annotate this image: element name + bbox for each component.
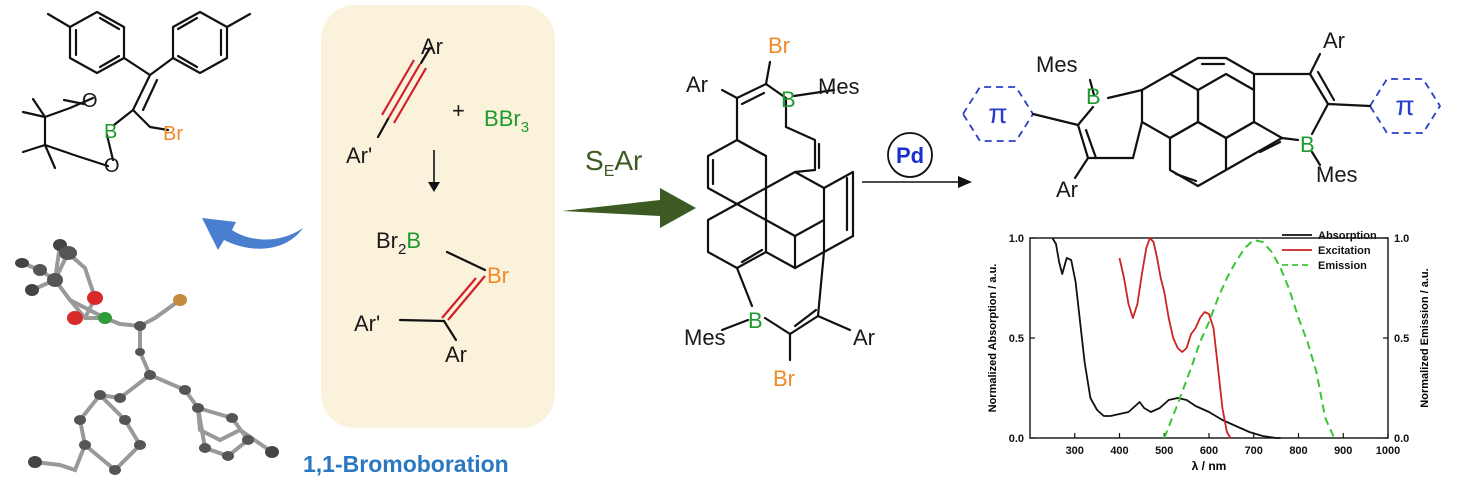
pd-arrowhead-icon (958, 176, 972, 188)
intermediate-br-label: Br (487, 263, 509, 288)
ext-bottom-mes-label: Mes (1316, 162, 1358, 187)
series-layer (1051, 237, 1336, 439)
pd-label: Pd (896, 143, 924, 168)
ext-left-b-label: B (1086, 84, 1101, 109)
legend-label: Emission (1318, 260, 1367, 272)
intermediate-ar-prime-label: Ar' (354, 311, 380, 336)
sear-label: SEAr (585, 145, 642, 180)
x-tick-label: 600 (1200, 445, 1218, 457)
ext-top-mes-label: Mes (1036, 52, 1078, 77)
x-tick-label: 500 (1155, 445, 1173, 457)
alkyne-ar-prime-label: Ar' (346, 143, 372, 168)
series-line-excitation (1118, 237, 1232, 439)
y-axis-label-right: Normalized Emission / a.u. (1419, 268, 1431, 407)
oxygen-label-1: O (82, 90, 98, 112)
x-axis-ticks: 300 400 500 600 700 800 900 1000 (1066, 433, 1400, 457)
x-tick-label: 900 (1334, 445, 1352, 457)
x-axis-label: λ / nm (1192, 459, 1227, 473)
x-tick-label: 400 (1110, 445, 1128, 457)
bbr3-reagent: BBr3 (484, 106, 529, 136)
y-tick-label-left: 1.0 (1009, 233, 1024, 245)
borylated-alkene-structure: O O B Br (21, 10, 252, 177)
y-tick-label-right: 1.0 (1394, 233, 1409, 245)
pyrene-borinine-structure: Br Ar B Mes B Mes Ar Br (684, 33, 875, 391)
top-mes-label: Mes (818, 74, 860, 99)
bottom-ar-label: Ar (853, 325, 875, 350)
series-line-absorption (1051, 237, 1281, 439)
y-tick-label-left: 0.0 (1009, 433, 1024, 445)
y-axis-ticks: 0.0 0.0 0.5 0.5 1.0 1.0 (1009, 233, 1410, 445)
ext-bottom-ar-label: Ar (1056, 177, 1078, 202)
top-ar-label: Ar (686, 72, 708, 97)
y-tick-label-right: 0.0 (1394, 433, 1409, 445)
y-axis-label-left: Normalized Absorption / a.u. (987, 264, 999, 413)
left-pi-label: π (988, 98, 1007, 129)
intermediate-ar-label: Ar (445, 342, 467, 367)
ext-top-ar-label: Ar (1323, 28, 1345, 53)
bromoboration-title: 1,1-Bromoboration (303, 451, 509, 477)
bottom-br-label: Br (773, 366, 795, 391)
bottom-mes-label: Mes (684, 325, 726, 350)
pd-catalyst-circle (887, 132, 933, 178)
oxygen-label-2: O (104, 155, 120, 177)
olive-arrow-icon (562, 188, 696, 228)
br2b-label: Br2B (376, 228, 421, 258)
top-br-label: Br (768, 33, 790, 58)
x-tick-label: 1000 (1376, 445, 1400, 457)
bromine-label-pin: Br (163, 123, 183, 145)
plus-sign: + (452, 98, 465, 123)
extended-pi-structure: π π Mes B (961, 28, 1442, 202)
x-tick-label: 300 (1066, 445, 1084, 457)
legend-label: Excitation (1318, 245, 1371, 257)
alkyne-reagent: Ar Ar' (346, 34, 443, 168)
series-line-emission (1163, 239, 1336, 439)
ext-right-b-label: B (1300, 132, 1315, 157)
top-b-label: B (781, 87, 796, 112)
right-pi-label: π (1395, 90, 1414, 121)
crystal-atoms (15, 239, 279, 475)
x-tick-label: 700 (1245, 445, 1263, 457)
down-arrowhead-icon (428, 182, 440, 192)
y-tick-label-right: 0.5 (1394, 333, 1409, 345)
boron-label-pin: B (104, 121, 117, 143)
spectra-chart: 300 400 500 600 700 800 900 1000 0.0 0.0 0.5 0.5 1.… (987, 230, 1431, 473)
bromoboration-panel (321, 5, 555, 428)
legend-label: Absorption (1318, 230, 1377, 242)
alkyne-ar-label: Ar (421, 34, 443, 59)
blue-curved-arrow-icon (202, 218, 303, 250)
bottom-b-label: B (748, 308, 763, 333)
vinyl-borane-intermediate: Br2B Br Ar' Ar (354, 228, 509, 367)
x-tick-label: 800 (1289, 445, 1307, 457)
y-tick-label-left: 0.5 (1009, 333, 1024, 345)
